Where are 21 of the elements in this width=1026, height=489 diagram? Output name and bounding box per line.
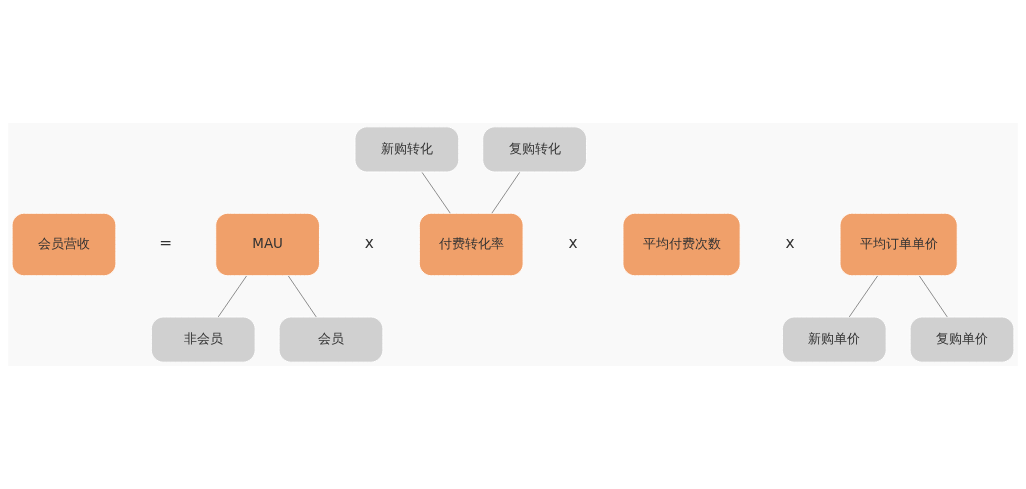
connector (918, 275, 948, 318)
label: x (568, 234, 578, 253)
node-box: 新购转化 (354, 126, 460, 173)
connector (848, 275, 879, 318)
connector (287, 275, 317, 318)
node-box: 复购单价 (909, 316, 1015, 363)
node-box: 平均付费次数 (622, 212, 741, 277)
node-box: 非会员 (150, 316, 256, 363)
connector (421, 171, 451, 214)
connector (491, 171, 521, 214)
node-box: 新购单价 (781, 316, 887, 363)
node-box: 会员 (278, 316, 384, 363)
label: = (159, 234, 173, 253)
node-box: 复购转化 (482, 126, 587, 173)
node-box: 付费转化率 (418, 212, 524, 277)
connector (217, 275, 247, 318)
label: x (785, 234, 795, 253)
label: x (364, 234, 374, 253)
node-box: 会员营收 (11, 212, 117, 277)
node-box: 平均订单单价 (839, 212, 958, 277)
node-box: MAU (215, 212, 320, 277)
